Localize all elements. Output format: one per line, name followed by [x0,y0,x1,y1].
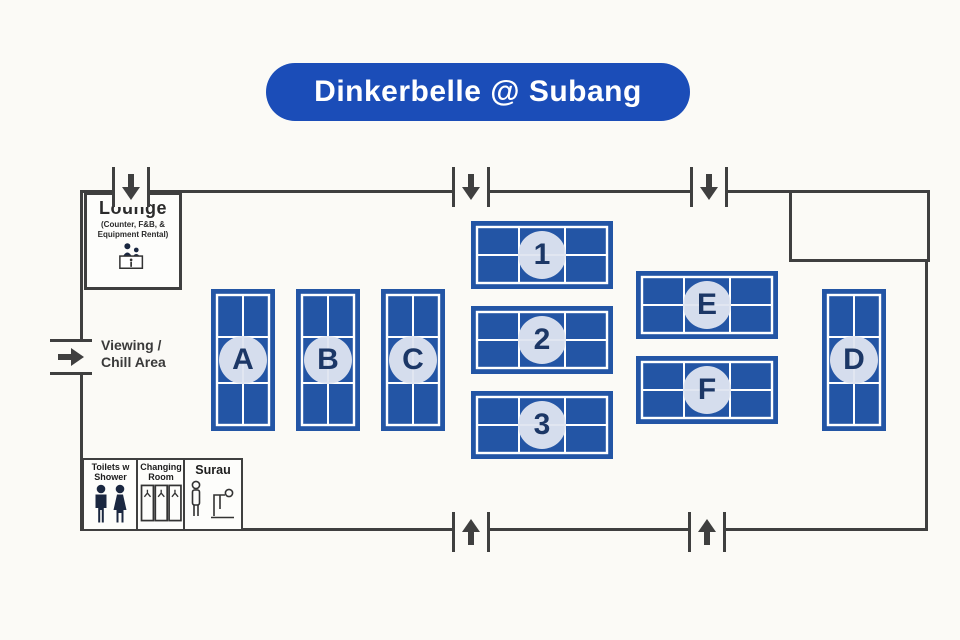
court-F: F [636,356,778,424]
lockers-icon [138,484,184,527]
court-label: 2 [533,323,551,356]
entrance-side-left [50,339,92,375]
exit-bottom-right [688,512,726,552]
arrow-right-icon [58,348,84,366]
court-A: A [211,289,275,431]
surau-label: Surau [195,463,231,477]
toilets-label: Toilets w Shower [91,462,130,482]
changing-room-label: Changing Room [140,462,182,482]
court-badge: A [219,336,267,384]
entrance-top-right [690,167,728,207]
court-label: F [697,373,717,406]
court-badge: D [830,336,878,384]
court-label: 3 [533,408,551,441]
court-D: D [822,289,886,431]
praying-person-icon [185,479,241,526]
court-label: A [232,343,254,376]
arrow-up-icon [462,519,480,545]
court-C: C [381,289,445,431]
court-3: 3 [471,391,613,459]
title-banner: Dinkerbelle @ Subang [266,63,690,121]
court-badge: E [683,281,731,329]
lounge-subtitle-line1: (Counter, F&B, & [101,220,165,229]
court-label: E [696,288,717,321]
court-2: 2 [471,306,613,374]
court-label: C [402,343,424,376]
changing-room: Changing Room [136,458,186,531]
info-counter-icon [87,242,179,277]
toilets-room: Toilets w Shower [82,458,139,531]
court-B: B [296,289,360,431]
storage-room [789,190,930,262]
viewing-area-line1: Viewing / [101,337,162,353]
exit-bottom-left [452,512,490,552]
court-label: 1 [533,238,551,271]
court-badge: F [683,366,731,414]
court-badge: 1 [518,231,566,279]
arrow-down-icon [700,174,718,200]
viewing-area-label: Viewing / Chill Area [101,337,166,371]
court-1: 1 [471,221,613,289]
arrow-up-icon [698,519,716,545]
arrow-down-icon [462,174,480,200]
surau-room: Surau [183,458,243,531]
court-badge: 2 [518,316,566,364]
court-label: B [317,343,339,376]
entrance-top-center [452,167,490,207]
lounge-subtitle-line2: Equipment Rental) [97,230,169,239]
court-E: E [636,271,778,339]
facility-title: Dinkerbelle @ Subang [314,75,642,108]
court-badge: B [304,336,352,384]
male-female-restroom-icon [84,484,137,529]
court-label: D [843,343,865,376]
arrow-down-icon [122,174,140,200]
entrance-top-left [112,167,150,207]
viewing-area-line2: Chill Area [101,354,166,370]
court-badge: 3 [518,401,566,449]
court-badge: C [389,336,437,384]
